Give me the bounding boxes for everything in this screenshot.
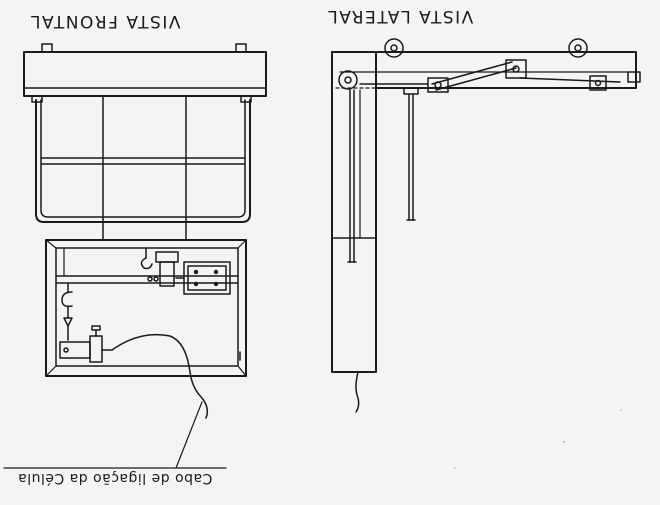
front-cable [111, 333, 209, 419]
front-mount-tab-right [235, 43, 247, 53]
scan-specks [454, 409, 622, 469]
side-horizontal-arm [331, 51, 637, 91]
side-pulley-left [384, 38, 404, 58]
side-pulley-right [568, 38, 588, 58]
front-valve-fitting [59, 325, 113, 363]
front-foot-right [240, 95, 252, 103]
side-view [331, 38, 641, 413]
front-view [23, 43, 267, 419]
side-lever-linkage [359, 59, 621, 93]
front-mount-tab-left [41, 43, 53, 53]
front-load-cell-block [175, 261, 231, 295]
side-hanging-rod-outer [403, 87, 419, 221]
front-spring-hook [61, 282, 73, 341]
side-view-title: VISTA LATERAL [327, 6, 474, 26]
front-hook-assembly [140, 247, 179, 287]
cable-note-label: Cabo de ligação da Célula [18, 470, 213, 486]
front-top-housing [23, 51, 267, 97]
side-cable [355, 371, 360, 413]
side-hanging-rod-inner [347, 89, 357, 263]
front-view-title: VISTA FRONTAL [30, 11, 181, 31]
front-lower-cabinet [45, 239, 247, 377]
side-corner-wheel [338, 70, 358, 90]
cable-callout: Cabo de ligação da Célula [3, 401, 227, 486]
front-cage-frame [35, 99, 251, 223]
